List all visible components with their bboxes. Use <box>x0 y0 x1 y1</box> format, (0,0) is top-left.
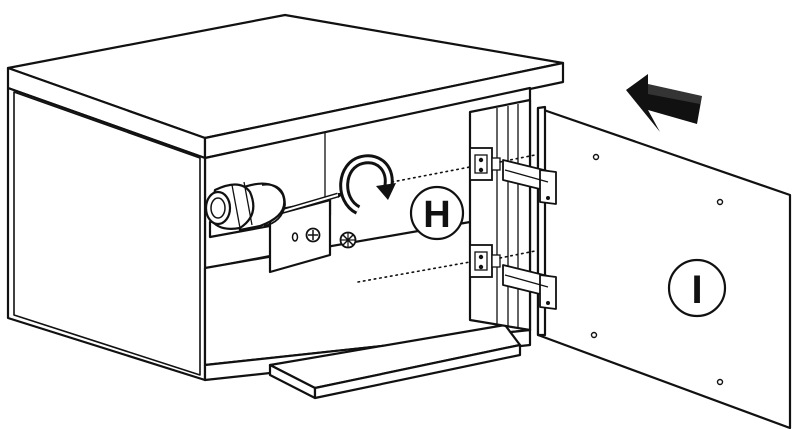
part-label-h: H <box>409 185 465 241</box>
rotate-arrow-icon <box>339 154 396 215</box>
cabinet-top-panel <box>6 13 565 160</box>
screwdriver-icon <box>204 181 346 232</box>
cabinet-hinge-top <box>469 147 501 181</box>
cabinet-plinth <box>268 323 522 400</box>
rail-screw-icon <box>291 227 321 243</box>
cabinet-hinge-bottom <box>469 244 501 278</box>
door-hinge-bottom <box>502 264 557 310</box>
door-hinge-top <box>502 159 557 205</box>
part-label-h-text: H <box>423 194 450 236</box>
alignment-guides <box>357 151 551 283</box>
crosshead-screw-icon <box>339 231 357 249</box>
part-label-i-text: I <box>691 268 702 312</box>
cabinet-right-edge <box>468 98 532 332</box>
push-direction-arrow-icon <box>626 74 702 132</box>
door-panel <box>536 105 792 429</box>
part-label-i: I <box>667 258 727 318</box>
